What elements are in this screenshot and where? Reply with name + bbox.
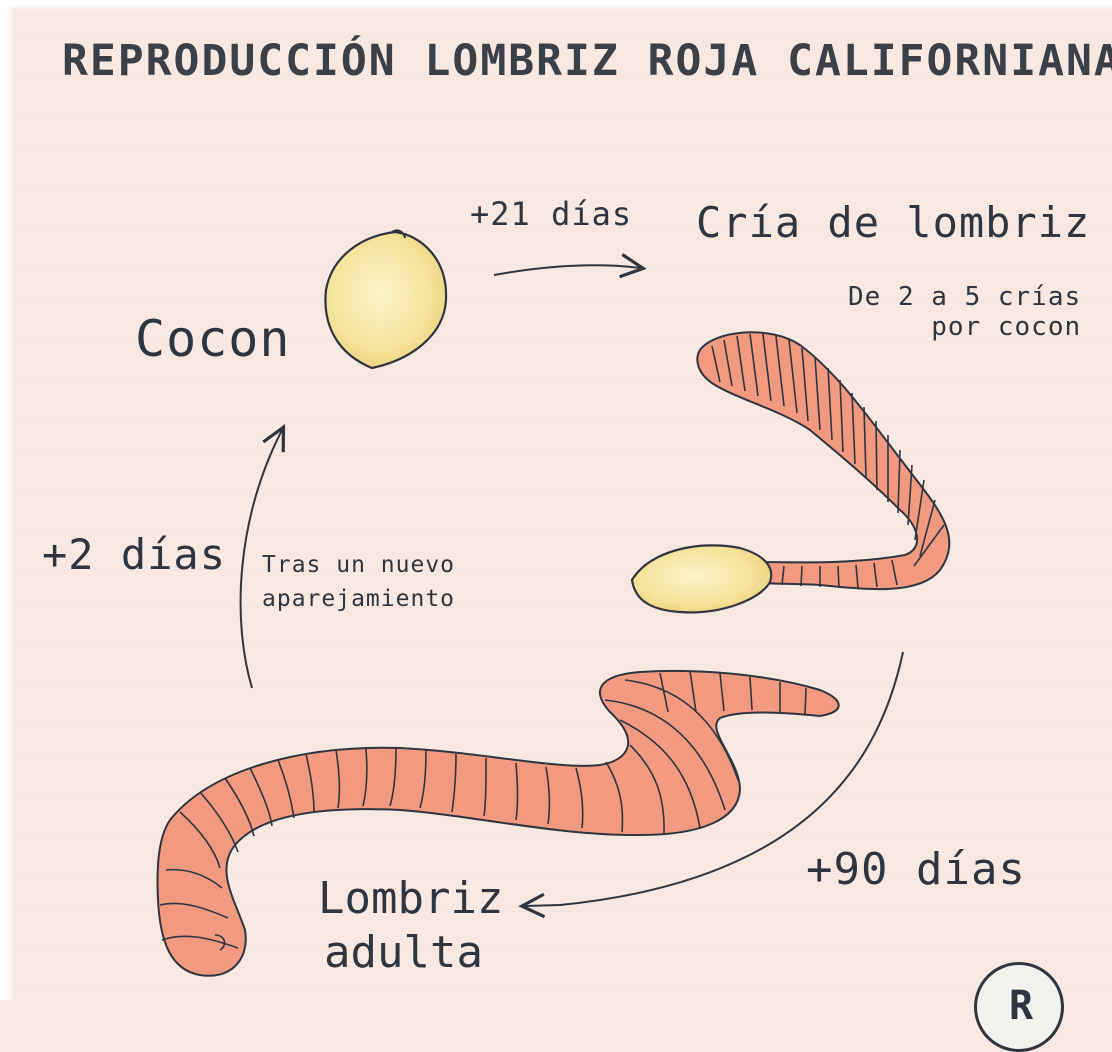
label-cria-sub: De 2 a 5 crías por cocon	[848, 282, 1081, 342]
badge-letter: R	[1009, 983, 1034, 1029]
label-tras-line2: aparejamiento	[262, 586, 456, 612]
label-adult: Lombriz adulta	[318, 872, 503, 980]
label-adult-line1: Lombriz	[318, 873, 504, 924]
lifecycle-illustration	[156, 229, 951, 977]
label-days-2: +2 días	[42, 530, 227, 579]
label-tras-line1: Tras un nuevo	[262, 552, 456, 578]
cocoon-icon	[324, 229, 448, 370]
label-tras: Tras un nuevo aparejamiento	[262, 548, 455, 616]
arrow-2-icon	[239, 423, 286, 689]
arrow-21-icon	[493, 253, 647, 279]
young-worm-icon	[696, 331, 951, 591]
cocoon-opened-icon	[630, 544, 773, 614]
label-days-21: +21 días	[470, 195, 633, 233]
label-cria-sub-line1: De 2 a 5 crías	[848, 282, 1082, 312]
label-cria: Cría de lombriz	[696, 198, 1091, 247]
arrow-90-icon	[518, 651, 904, 919]
adult-worm-icon	[156, 669, 840, 977]
page-title: REPRODUCCIÓN LOMBRIZ ROJA CALIFORNIANA	[62, 36, 1112, 86]
label-days-90: +90 días	[806, 844, 1026, 895]
label-cocon: Cocon	[135, 310, 291, 368]
label-adult-line2: adulta	[324, 927, 483, 978]
label-cria-sub-line2: por cocon	[931, 312, 1082, 342]
corner-badge: R	[974, 962, 1064, 1052]
